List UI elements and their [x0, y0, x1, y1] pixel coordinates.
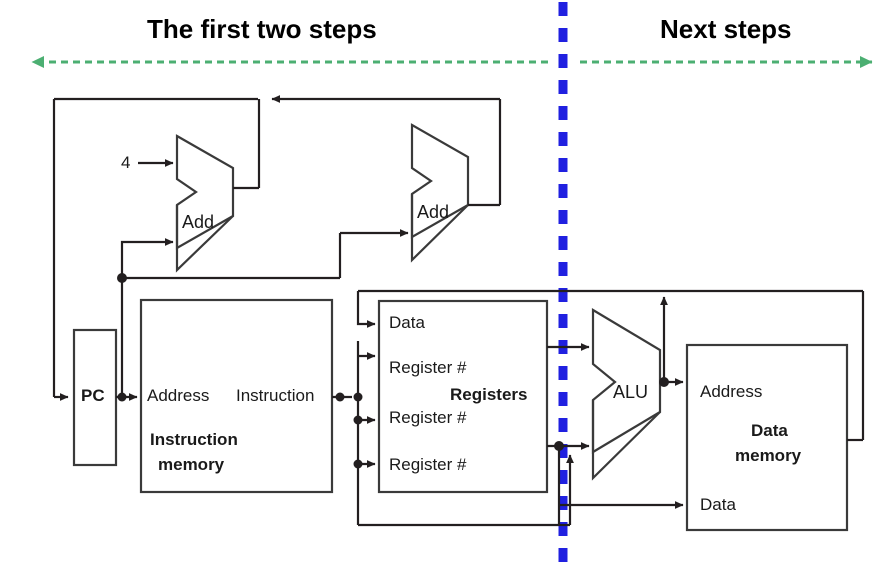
add-right-shape-lower — [410, 194, 469, 263]
registers-reg1-label: Register # — [389, 358, 467, 377]
instruction-memory-instruction-label: Instruction — [236, 386, 315, 405]
registers-data-label: Data — [389, 313, 425, 332]
pc-label: PC — [81, 386, 105, 405]
const-four-label: 4 — [121, 153, 131, 172]
data-memory-name-line1: Data — [751, 421, 788, 440]
add-left-shape-lower — [175, 205, 234, 273]
data-memory-data-label: Data — [700, 495, 736, 514]
wire-pc-to-addleft — [120, 238, 174, 278]
data-memory-address-label: Address — [700, 382, 763, 401]
instruction-memory-address-label: Address — [147, 386, 210, 405]
add-right-label: Add — [417, 202, 450, 222]
wire-writeback-into-regs — [356, 291, 376, 328]
alu-shape — [591, 308, 662, 454]
registers-name-label: Registers — [450, 385, 528, 404]
instruction-memory-name-line2: memory — [158, 455, 225, 474]
data-memory-block — [685, 343, 849, 532]
alu-label: ALU — [613, 382, 649, 402]
data-memory-name-line2: memory — [735, 446, 802, 465]
registers-reg3-label: Register # — [389, 455, 467, 474]
phase-title-left: The first two steps — [147, 14, 377, 44]
registers-block — [377, 299, 549, 494]
junction-instr-4 — [353, 459, 363, 469]
junction-instr-1 — [335, 392, 345, 402]
add-left-label: Add — [182, 212, 215, 232]
junction-instr-3 — [353, 415, 363, 425]
phase-title-right: Next steps — [660, 14, 792, 44]
registers-reg2-label: Register # — [389, 408, 467, 427]
instruction-memory-name-line1: Instruction — [150, 430, 238, 449]
alu-shape-lower — [591, 400, 661, 481]
